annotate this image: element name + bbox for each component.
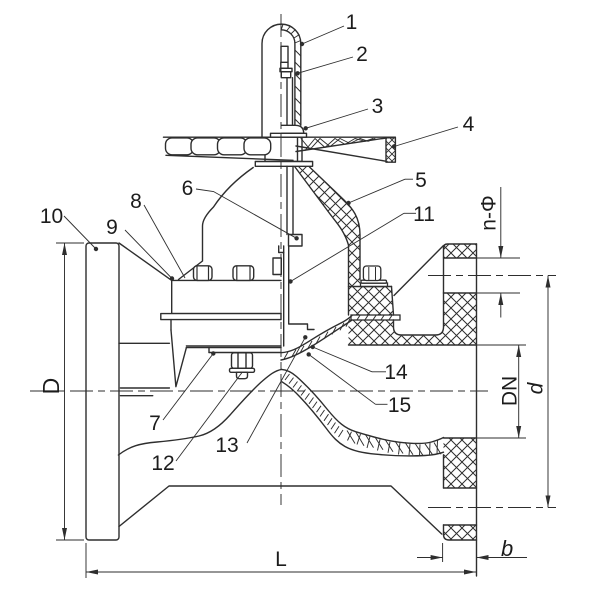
svg-text:14: 14	[384, 361, 408, 384]
svg-text:13: 13	[215, 434, 238, 457]
svg-text:7: 7	[149, 412, 161, 435]
svg-text:d: d	[525, 381, 548, 394]
svg-text:1: 1	[346, 11, 358, 34]
svg-text:10: 10	[40, 205, 63, 228]
svg-text:11: 11	[413, 203, 435, 226]
svg-text:4: 4	[463, 113, 475, 136]
svg-text:L: L	[275, 548, 287, 571]
svg-text:3: 3	[372, 95, 384, 118]
svg-text:8: 8	[130, 190, 142, 213]
svg-text:9: 9	[106, 216, 118, 239]
svg-text:15: 15	[388, 394, 411, 417]
svg-text:6: 6	[182, 177, 194, 200]
svg-text:DN: DN	[499, 376, 522, 406]
svg-text:2: 2	[356, 43, 368, 66]
svg-text:5: 5	[415, 169, 427, 192]
svg-text:D: D	[38, 378, 64, 395]
svg-text:12: 12	[151, 452, 174, 475]
svg-text:b: b	[501, 536, 513, 561]
svg-text:n-Φ: n-Φ	[478, 195, 501, 230]
